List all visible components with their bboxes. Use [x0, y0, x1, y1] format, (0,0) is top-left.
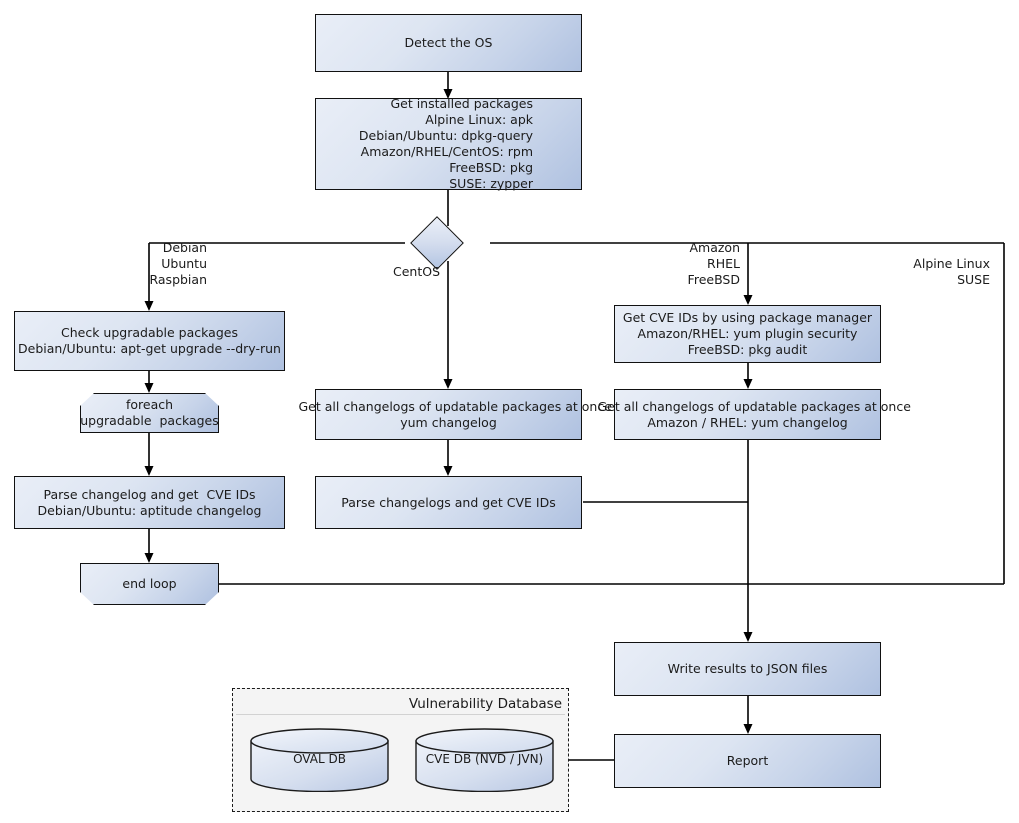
node-foreach-loop-start[interactable]: foreach upgradable packages	[80, 393, 219, 433]
node-changelogs-centos-label: Get all changelogs of updatable packages…	[298, 398, 612, 430]
node-foreach-loop-start-label: foreach upgradable packages	[80, 397, 219, 428]
node-end-loop-label: end loop	[122, 576, 177, 591]
node-report-label: Report	[726, 753, 769, 768]
oval-db-shape	[250, 728, 389, 793]
arrowhead-write-results	[743, 632, 753, 642]
database-cylinder-oval[interactable]: OVAL DB	[250, 728, 389, 793]
node-changelogs-amazon[interactable]: Get all changelogs of updatable packages…	[598, 389, 911, 440]
group-title-divider	[236, 714, 565, 715]
branch-label-debian: Debian Ubuntu Raspbian	[149, 240, 207, 287]
arrowhead-parse-changelog	[144, 466, 154, 476]
node-get-cve-ids-package-manager-label: Get CVE IDs by using package manager Ama…	[622, 310, 873, 357]
arrowhead-centos-changelogs	[443, 379, 453, 389]
arrowhead-foreach	[144, 383, 154, 393]
arrowhead-get-cve-ids	[743, 295, 753, 305]
node-check-upgradable-packages[interactable]: Check upgradable packages Debian/Ubuntu:…	[14, 311, 285, 371]
node-detect-os-label: Detect the OS	[404, 35, 493, 50]
node-parse-changelogs-centos[interactable]: Parse changelogs and get CVE IDs	[315, 476, 582, 529]
node-write-results-json[interactable]: Write results to JSON files	[614, 642, 881, 696]
database-cylinder-oval-label: OVAL DB	[293, 752, 346, 766]
arrowhead-amazon-changelogs	[743, 379, 753, 389]
arrowhead-report	[743, 724, 753, 734]
node-changelogs-amazon-label: Get all changelogs of updatable packages…	[597, 398, 911, 430]
node-report[interactable]: Report	[614, 734, 881, 788]
arrowhead-check-upgradable	[144, 301, 154, 311]
branch-label-alpine: Alpine Linux SUSE	[913, 256, 990, 287]
node-check-upgradable-packages-label: Check upgradable packages Debian/Ubuntu:…	[18, 325, 281, 356]
node-get-installed-packages-label: Get installed packages Alpine Linux: apk…	[358, 96, 533, 191]
branch-label-amazon: Amazon RHEL FreeBSD	[687, 240, 740, 287]
node-parse-changelogs-centos-label: Parse changelogs and get CVE IDs	[341, 494, 556, 510]
arrowhead-centos-parse	[443, 466, 453, 476]
node-get-installed-packages[interactable]: Get installed packages Alpine Linux: apk…	[315, 96, 582, 191]
node-parse-changelog-debian-label: Parse changelog and get CVE IDs Debian/U…	[37, 486, 262, 518]
database-cylinder-cve[interactable]: CVE DB (NVD / JVN)	[415, 728, 554, 793]
database-cylinder-cve-label: CVE DB (NVD / JVN)	[425, 752, 544, 766]
cve-db-shape	[415, 728, 554, 793]
vulnerability-database-title: Vulnerability Database	[408, 696, 562, 712]
node-parse-changelog-debian[interactable]: Parse changelog and get CVE IDs Debian/U…	[14, 476, 285, 529]
arrowhead-end-loop	[144, 553, 154, 563]
node-get-cve-ids-package-manager[interactable]: Get CVE IDs by using package manager Ama…	[614, 305, 881, 363]
node-end-loop[interactable]: end loop	[80, 563, 219, 605]
branch-label-centos: CentOS	[392, 264, 440, 279]
node-detect-os[interactable]: Detect the OS	[315, 14, 582, 72]
node-changelogs-centos[interactable]: Get all changelogs of updatable packages…	[299, 389, 612, 440]
os-decision-diamond[interactable]	[410, 216, 464, 270]
node-write-results-json-label: Write results to JSON files	[667, 661, 828, 676]
